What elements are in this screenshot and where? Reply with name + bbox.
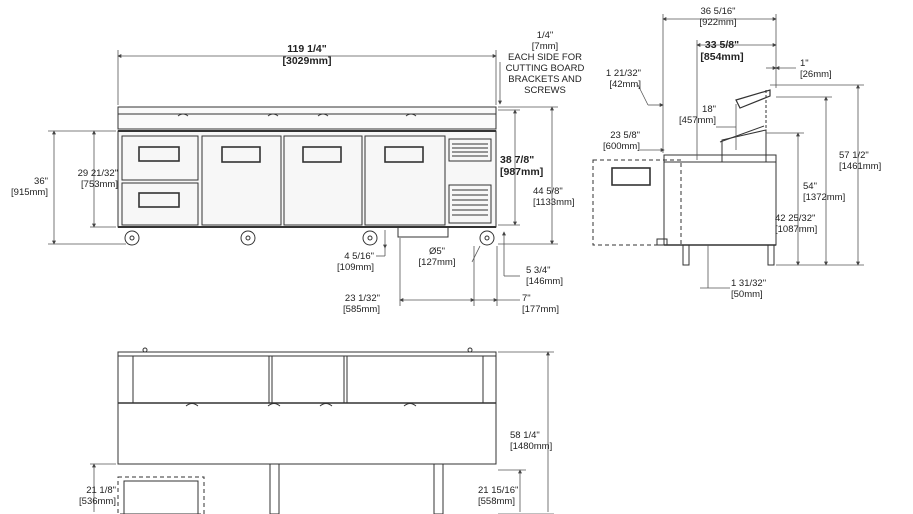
dim-offset-23-in: 23 1/32" — [344, 293, 380, 304]
front-dimensions — [48, 50, 558, 306]
dim-side-1-31: 1 31/32" [50mm] — [731, 278, 766, 300]
dim-side-33-in: 33 5/8" — [704, 39, 740, 51]
dim-front-21-1-mm: [536mm] — [79, 496, 116, 507]
dim-side-1in-mm: [26mm] — [800, 69, 832, 80]
dim-height-36-in: 36" — [34, 176, 48, 187]
dim-side-54-mm: [1372mm] — [803, 192, 846, 203]
dim-caster-4-mm: [109mm] — [337, 262, 374, 273]
dim-caster-5-in: 5 3/4" — [526, 265, 551, 276]
dim-offset-23-mm: [585mm] — [343, 304, 380, 315]
dim-height-29-mm: [753mm] — [81, 179, 118, 190]
dim-front-21-15: 21 15/16" [558mm] — [478, 485, 518, 507]
note-cutting-board: 1/4" [7mm] EACH SIDE FOR CUTTING BOARD B… — [499, 30, 591, 96]
dim-side-23: 23 5/8" [600mm] — [584, 130, 640, 152]
dim-offset-7-mm: [177mm] — [522, 304, 559, 315]
side-view — [592, 89, 777, 266]
dim-side-36-mm: [922mm] — [699, 17, 737, 28]
bottom-dimensions — [90, 351, 554, 514]
side-dimensions — [637, 14, 864, 289]
dim-height-29-in: 29 21/32" — [77, 168, 118, 179]
front-view-lid-open — [117, 347, 497, 514]
front-view — [117, 106, 497, 246]
dim-front-58-in: 58 1/4" — [510, 430, 540, 441]
note-line-5: BRACKETS AND — [508, 74, 582, 85]
dim-side-1-21: 1 21/32" [42mm] — [585, 68, 641, 90]
dim-height-29: 29 21/32" [753mm] — [40, 168, 118, 190]
dim-height-44: 44 5/8" [1133mm] — [533, 186, 575, 208]
dim-side-57-in: 57 1/2" — [839, 150, 869, 161]
dim-caster-diameter-in: Ø5" — [428, 246, 446, 257]
dim-front-21-15-mm: [558mm] — [478, 496, 515, 507]
note-line-3: EACH SIDE FOR — [508, 52, 582, 63]
dim-overall-width-in: 119 1/4" — [287, 43, 327, 55]
dim-side-1in: 1" [26mm] — [800, 58, 832, 80]
dim-caster-4: 4 5/16" [109mm] — [310, 251, 374, 273]
note-line-1: 1/4" — [536, 30, 554, 41]
dim-front-58: 58 1/4" [1480mm] — [510, 430, 552, 452]
dim-side-42: 42 25/32" [1087mm] — [775, 213, 817, 235]
dim-depth-38: 38 7/8" [987mm] — [500, 154, 543, 178]
dim-side-23-in: 23 5/8" — [610, 130, 640, 141]
dim-caster-5: 5 3/4" [146mm] — [526, 265, 563, 287]
dim-caster-4-in: 4 5/16" — [344, 251, 374, 262]
dim-caster-5-mm: [146mm] — [526, 276, 563, 287]
dim-side-54: 54" [1372mm] — [803, 181, 845, 203]
dim-side-18: 18" [457mm] — [664, 104, 716, 126]
dim-side-57-mm: [1461mm] — [839, 161, 882, 172]
dim-side-33: 33 5/8" [854mm] — [694, 39, 750, 63]
dim-offset-23: 23 1/32" [585mm] — [320, 293, 380, 315]
dim-height-44-in: 44 5/8" — [533, 186, 563, 197]
dim-side-1-31-mm: [50mm] — [731, 289, 763, 300]
dim-side-18-mm: [457mm] — [679, 115, 716, 126]
dim-depth-38-in: 38 7/8" — [500, 154, 535, 166]
dim-side-33-mm: [854mm] — [700, 51, 744, 63]
dim-side-36: 36 5/16" [922mm] — [686, 6, 750, 28]
dim-side-42-mm: [1087mm] — [775, 224, 818, 235]
dim-front-21-1: 21 1/8" [536mm] — [54, 485, 116, 507]
dim-side-1-21-in: 1 21/32" — [605, 68, 641, 79]
dim-front-21-15-in: 21 15/16" — [478, 485, 519, 496]
dim-side-23-mm: [600mm] — [603, 141, 640, 152]
dim-height-44-mm: [1133mm] — [533, 197, 575, 208]
dim-side-18-in: 18" — [702, 104, 716, 115]
dim-overall-width: 119 1/4" [3029mm] — [272, 43, 342, 67]
dim-front-21-1-in: 21 1/8" — [86, 485, 116, 496]
dim-side-42-in: 42 25/32" — [775, 213, 816, 224]
dim-depth-38-mm: [987mm] — [500, 166, 544, 178]
note-line-4: CUTTING BOARD — [505, 63, 585, 74]
dim-offset-7-in: 7" — [522, 293, 531, 304]
note-line-6: SCREWS — [524, 85, 566, 96]
note-line-2: [7mm] — [531, 41, 559, 52]
dim-side-1-31-in: 1 31/32" — [731, 278, 767, 289]
dim-side-57: 57 1/2" [1461mm] — [839, 150, 881, 172]
dim-side-1-21-mm: [42mm] — [609, 79, 641, 90]
dim-side-1in-in: 1" — [800, 58, 809, 69]
dim-side-36-in: 36 5/16" — [700, 6, 736, 17]
dim-overall-width-mm: [3029mm] — [282, 55, 332, 67]
dim-front-58-mm: [1480mm] — [510, 441, 553, 452]
dim-caster-diameter-mm: [127mm] — [418, 257, 456, 268]
dim-side-54-in: 54" — [803, 181, 817, 192]
dim-offset-7: 7" [177mm] — [522, 293, 559, 315]
dim-height-36-mm: [915mm] — [11, 187, 48, 198]
dim-caster-diameter: Ø5" [127mm] — [408, 246, 466, 268]
dim-height-36: 36" [915mm] — [2, 176, 48, 198]
